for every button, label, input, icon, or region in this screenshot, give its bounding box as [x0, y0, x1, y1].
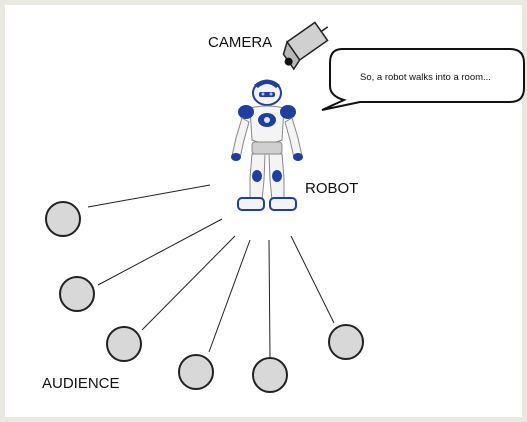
sight-line [141, 235, 236, 331]
sight-line [208, 239, 251, 353]
camera-icon [282, 21, 329, 71]
robot-label: ROBOT [305, 180, 358, 197]
speech-text: So, a robot walks into a room... [360, 72, 491, 83]
audience-member [178, 354, 214, 390]
sight-line [87, 184, 211, 208]
camera-label: CAMERA [208, 34, 272, 51]
audience-member [45, 201, 81, 237]
audience-member [252, 357, 288, 393]
audience-member [328, 324, 364, 360]
robot-icon [231, 79, 303, 211]
sight-line [268, 239, 271, 359]
audience-member [59, 276, 95, 312]
speech-bubble [321, 48, 525, 111]
sight-line [290, 235, 335, 324]
audience-label: AUDIENCE [42, 375, 120, 392]
sight-line [97, 218, 223, 286]
audience-member [106, 326, 142, 362]
